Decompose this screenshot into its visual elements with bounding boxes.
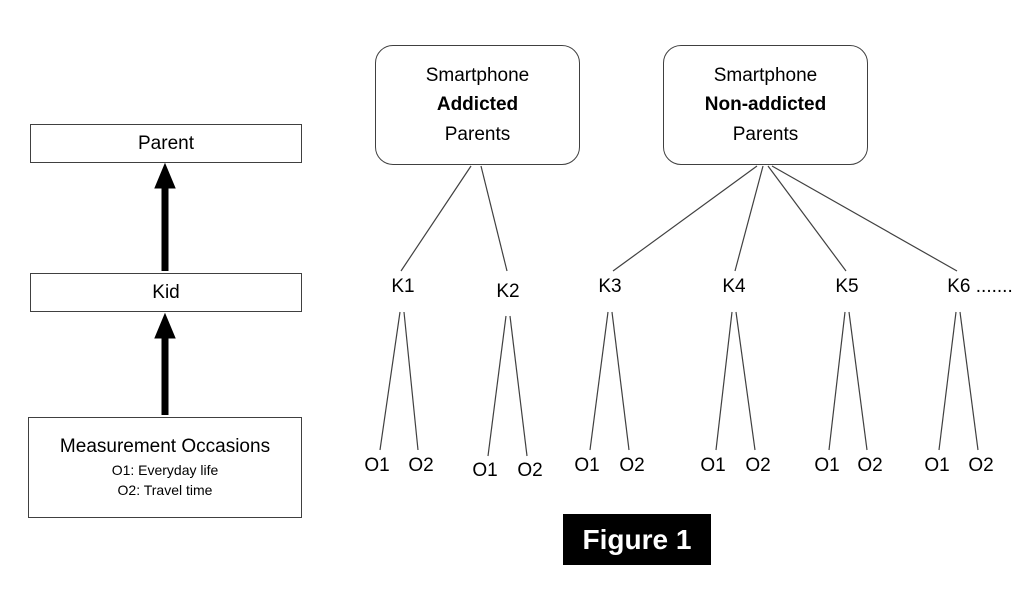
kid-node-k3: K3	[598, 276, 622, 297]
kid-box-label: Kid	[152, 281, 180, 303]
occasion-k3-o2: O2	[619, 455, 645, 476]
kid-node-k1: K1	[391, 276, 415, 297]
measurement-title: Measurement Occasions	[59, 435, 271, 457]
addicted-branches	[400, 165, 508, 272]
parent-box-label: Parent	[138, 132, 194, 154]
occasion-k1-o1: O1	[364, 455, 390, 476]
arrow-kid-to-parent	[154, 162, 176, 271]
occasion-k2-o1: O1	[472, 460, 498, 481]
occasion-k6-o1: O1	[924, 455, 950, 476]
occasion-k5-o1: O1	[814, 455, 840, 476]
kid-node-k5: K5	[835, 276, 859, 297]
non-addicted-line2: Non-addicted	[704, 94, 827, 116]
measurement-occasions-box: Measurement Occasions O1: Everyday life …	[28, 417, 302, 518]
figure-caption-badge: Figure 1	[563, 514, 711, 565]
smartphone-non-addicted-box: Smartphone Non-addicted Parents	[663, 45, 868, 165]
kid-node-k6: K6 .......	[947, 276, 1013, 297]
addicted-line3: Parents	[444, 123, 511, 145]
addicted-line1: Smartphone	[425, 64, 530, 86]
kid-node-k4: K4	[722, 276, 746, 297]
figure-caption-text: Figure 1	[582, 523, 692, 555]
occasion-k4-o2: O2	[745, 455, 771, 476]
occasion-k6-o2: O2	[968, 455, 994, 476]
occasion-k3-o1: O1	[574, 455, 600, 476]
measurement-line2: O2: Travel time	[117, 481, 213, 498]
non-addicted-branches	[612, 165, 958, 272]
non-addicted-line3: Parents	[732, 123, 799, 145]
occasion-k5-o2: O2	[857, 455, 883, 476]
non-addicted-line1: Smartphone	[713, 64, 818, 86]
addicted-line2: Addicted	[436, 94, 519, 116]
arrow-measurement-to-kid	[154, 312, 176, 415]
kid-occasion-branches	[379, 311, 979, 457]
parent-box: Parent	[30, 124, 302, 163]
smartphone-addicted-box: Smartphone Addicted Parents	[375, 45, 580, 165]
kid-box: Kid	[30, 273, 302, 312]
occasion-k1-o2: O2	[408, 455, 434, 476]
kid-node-k2: K2	[496, 281, 520, 302]
occasion-k4-o1: O1	[700, 455, 726, 476]
occasion-k2-o2: O2	[517, 460, 543, 481]
measurement-line1: O1: Everyday life	[111, 461, 219, 478]
